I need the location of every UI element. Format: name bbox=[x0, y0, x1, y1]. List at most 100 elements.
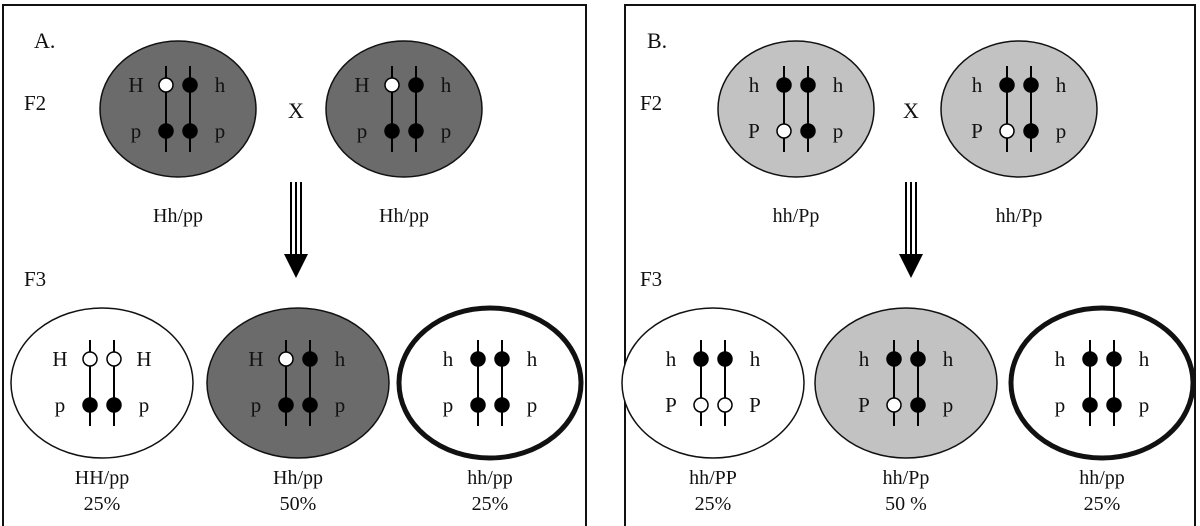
genotype-label: Hh/pp bbox=[273, 467, 323, 489]
generation-label-f2: F2 bbox=[24, 91, 46, 115]
allele-black-dot bbox=[1082, 397, 1098, 413]
allele-black-dot bbox=[302, 397, 318, 413]
allele-label-left: h bbox=[859, 347, 870, 371]
allele-white-dot bbox=[158, 77, 174, 93]
generation-label-f2: F2 bbox=[640, 91, 662, 115]
allele-label-left: p bbox=[1055, 393, 1066, 417]
cross-symbol: X bbox=[288, 98, 304, 123]
allele-black-dot bbox=[278, 397, 294, 413]
genotype-label: hh/pp bbox=[1079, 467, 1125, 489]
down-arrow-icon bbox=[284, 182, 308, 278]
allele-black-dot bbox=[470, 351, 486, 367]
allele-label-right: p bbox=[1056, 119, 1067, 143]
cell-body bbox=[206, 307, 390, 459]
allele-white-dot bbox=[693, 397, 709, 413]
genotype-label: Hh/pp bbox=[379, 205, 429, 227]
allele-label-left: P bbox=[665, 393, 677, 417]
genotype-label: hh/Pp bbox=[996, 205, 1043, 227]
panel-label: B. bbox=[647, 28, 667, 53]
allele-white-dot bbox=[82, 351, 98, 367]
allele-black-dot bbox=[910, 351, 926, 367]
generation-label-f3: F3 bbox=[24, 267, 46, 291]
allele-label-right: h bbox=[750, 347, 761, 371]
cell-body bbox=[1008, 305, 1196, 461]
allele-label-left: p bbox=[55, 393, 66, 417]
genotype-label: hh/pp bbox=[467, 467, 513, 489]
allele-black-dot bbox=[408, 77, 424, 93]
allele-black-dot bbox=[886, 351, 902, 367]
allele-black-dot bbox=[182, 123, 198, 139]
allele-black-dot bbox=[106, 397, 122, 413]
allele-label-right: h bbox=[215, 73, 226, 97]
allele-black-dot bbox=[1106, 351, 1122, 367]
allele-black-dot bbox=[910, 397, 926, 413]
allele-label-left: p bbox=[251, 393, 262, 417]
allele-label-left: h bbox=[443, 347, 454, 371]
allele-white-dot bbox=[886, 397, 902, 413]
allele-black-dot bbox=[302, 351, 318, 367]
allele-white-dot bbox=[106, 351, 122, 367]
genotype-label: HH/pp bbox=[75, 467, 129, 489]
allele-black-dot bbox=[800, 77, 816, 93]
allele-label-left: H bbox=[248, 347, 263, 371]
allele-label-right: p bbox=[833, 119, 844, 143]
allele-black-dot bbox=[158, 123, 174, 139]
allele-label-right: h bbox=[1139, 347, 1150, 371]
allele-label-left: p bbox=[357, 119, 368, 143]
allele-label-left: h bbox=[666, 347, 677, 371]
cell-body bbox=[99, 40, 257, 178]
allele-black-dot bbox=[182, 77, 198, 93]
allele-black-dot bbox=[494, 397, 510, 413]
percent-label: 25% bbox=[84, 493, 121, 515]
allele-label-right: h bbox=[1056, 73, 1067, 97]
allele-black-dot bbox=[408, 123, 424, 139]
down-arrow-icon bbox=[899, 182, 923, 278]
genotype-label: hh/Pp bbox=[883, 467, 930, 489]
allele-label-left: P bbox=[748, 119, 760, 143]
allele-label-left: h bbox=[749, 73, 760, 97]
allele-black-dot bbox=[1023, 77, 1039, 93]
cell-body bbox=[396, 305, 584, 461]
allele-black-dot bbox=[82, 397, 98, 413]
allele-black-dot bbox=[470, 397, 486, 413]
allele-label-left: P bbox=[971, 119, 983, 143]
cell-body bbox=[814, 307, 998, 459]
allele-black-dot bbox=[717, 351, 733, 367]
allele-white-dot bbox=[717, 397, 733, 413]
allele-label-right: p bbox=[441, 119, 452, 143]
panel-label: A. bbox=[34, 28, 55, 53]
allele-black-dot bbox=[384, 123, 400, 139]
allele-black-dot bbox=[693, 351, 709, 367]
allele-label-right: p bbox=[1139, 393, 1150, 417]
genotype-label: hh/PP bbox=[689, 467, 737, 489]
allele-label-right: P bbox=[749, 393, 761, 417]
percent-label: 50% bbox=[280, 493, 317, 515]
percent-label: 25% bbox=[1084, 493, 1121, 515]
percent-label: 25% bbox=[472, 493, 509, 515]
genotype-label: Hh/pp bbox=[153, 205, 203, 227]
allele-white-dot bbox=[776, 123, 792, 139]
allele-label-left: H bbox=[52, 347, 67, 371]
allele-label-left: h bbox=[1055, 347, 1066, 371]
allele-black-dot bbox=[494, 351, 510, 367]
allele-label-right: h bbox=[833, 73, 844, 97]
allele-black-dot bbox=[800, 123, 816, 139]
allele-label-right: H bbox=[136, 347, 151, 371]
allele-label-left: H bbox=[128, 73, 143, 97]
allele-white-dot bbox=[278, 351, 294, 367]
allele-black-dot bbox=[1106, 397, 1122, 413]
allele-black-dot bbox=[999, 77, 1015, 93]
allele-label-right: h bbox=[943, 347, 954, 371]
cell-body bbox=[621, 307, 805, 459]
